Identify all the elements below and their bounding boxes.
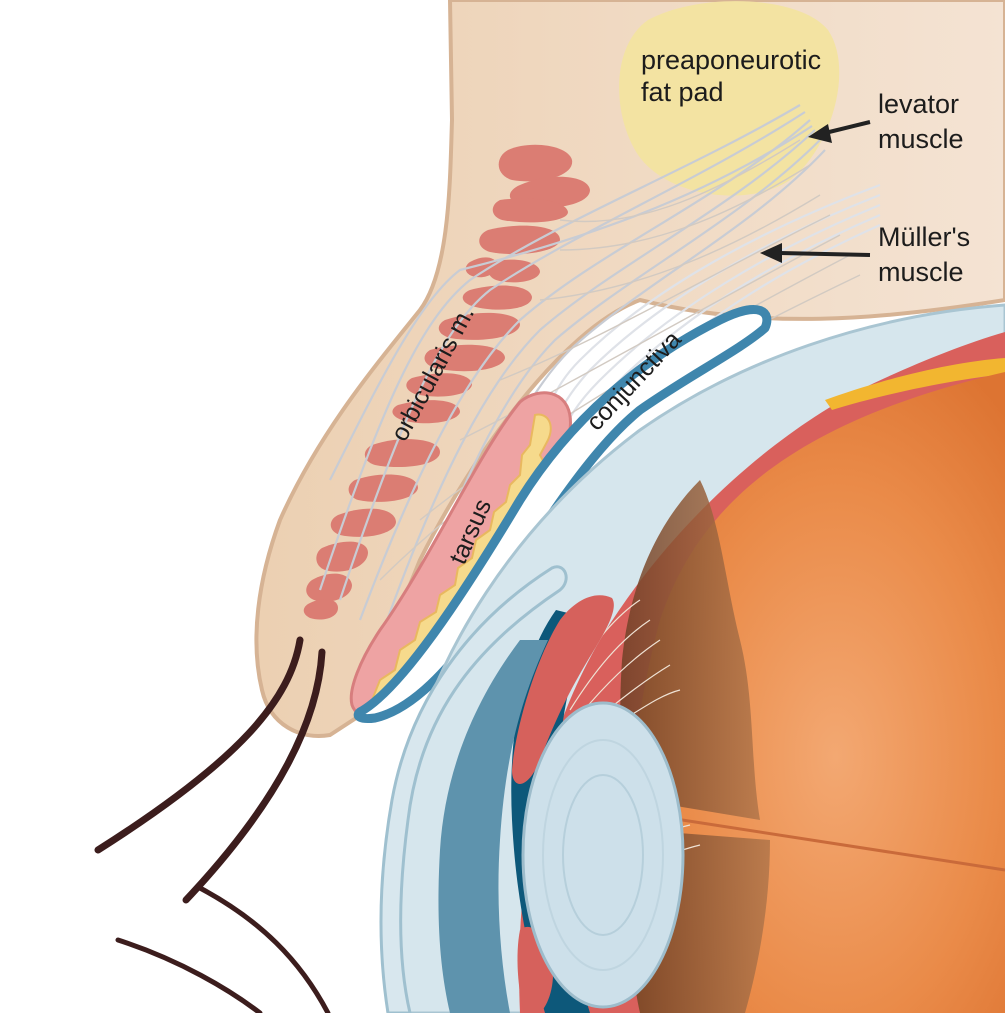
palpebral-conjunctiva (353, 305, 772, 723)
lens-cortex-ring (542, 739, 664, 971)
orbicularis-muscle (303, 144, 590, 620)
iris-pupillary-margin (512, 595, 614, 784)
lens-nucleus (562, 774, 644, 936)
label-muller-line2: muscle (878, 257, 964, 287)
retina-band (825, 358, 1005, 410)
label-levator-line1: levator (878, 89, 959, 119)
label-fat-pad-line2: fat pad (641, 77, 724, 107)
cornea (379, 565, 568, 1013)
levator-aponeurosis-fibers (318, 104, 826, 661)
lens (521, 701, 685, 1009)
lens-axis-line (649, 813, 1005, 872)
preaponeurotic-fat-pad (619, 1, 840, 196)
label-fat-pad-line1: preaponeurotic (641, 45, 821, 75)
ciliary-body-upper (620, 480, 760, 820)
eyelashes (94, 636, 331, 1013)
levator-arrow (808, 120, 871, 143)
aponeurosis-fine-fibers (379, 139, 861, 581)
label-levator-line2: muscle (878, 124, 964, 154)
mullers-arrow (760, 243, 871, 263)
label-muller-line1: Müller's (878, 222, 970, 252)
anterior-chamber (438, 640, 548, 1013)
